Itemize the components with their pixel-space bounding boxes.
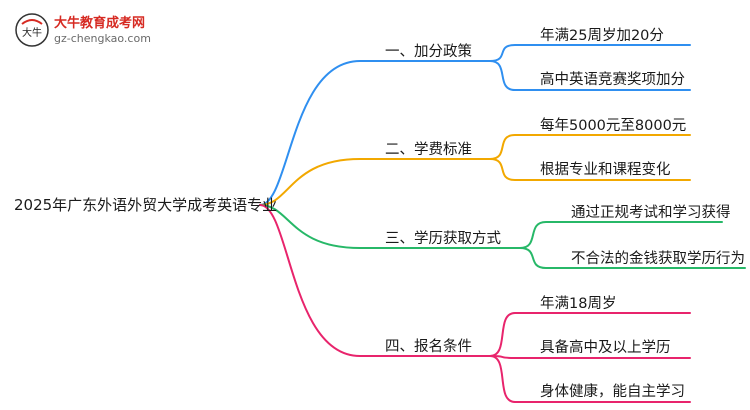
watermark-domain: gz-chengkao.com: [54, 32, 151, 45]
root-node: 2025年广东外语外贸大学成考英语专业: [14, 196, 278, 214]
leaf-connector: [489, 158, 691, 181]
logo-icon: 大牛: [15, 13, 49, 47]
svg-text:大牛: 大牛: [22, 26, 42, 39]
leaf-connector: [489, 312, 691, 357]
watermark-title: 大牛教育成考网: [54, 16, 146, 31]
watermark: 大牛 大牛教育成考网 gz-chengkao.com: [14, 12, 174, 52]
branch-connector: [259, 204, 491, 357]
leaf-label: 年满18周岁: [540, 296, 617, 312]
leaf-label: 年满25周岁加20分: [540, 28, 664, 44]
branch-label: 一、加分政策: [385, 44, 472, 60]
leaf-label: 具备高中及以上学历: [540, 340, 671, 356]
branch-connector: [259, 60, 491, 206]
branch-connector: [259, 158, 491, 206]
leaf-label: 高中英语竞赛奖项加分: [540, 72, 685, 88]
leaf-connector: [489, 355, 691, 403]
leaf-label: 身体健康，能自主学习: [540, 384, 685, 400]
leaf-label: 根据专业和课程变化: [540, 162, 671, 178]
branch-label: 四、报名条件: [385, 339, 472, 355]
leaf-connector: [489, 355, 691, 359]
leaf-connector: [519, 247, 746, 269]
leaf-connector: [489, 60, 691, 91]
leaf-connector: [489, 134, 691, 160]
leaf-label: 不合法的金钱获取学历行为: [571, 251, 745, 267]
branch-connector: [259, 204, 521, 249]
branch-label: 二、学费标准: [385, 142, 472, 158]
branch-label: 三、学历获取方式: [385, 231, 501, 247]
leaf-label: 每年5000元至8000元: [540, 118, 687, 134]
leaf-label: 通过正规考试和学习获得: [571, 205, 731, 221]
leaf-connector: [489, 44, 691, 62]
leaf-connector: [519, 221, 723, 249]
